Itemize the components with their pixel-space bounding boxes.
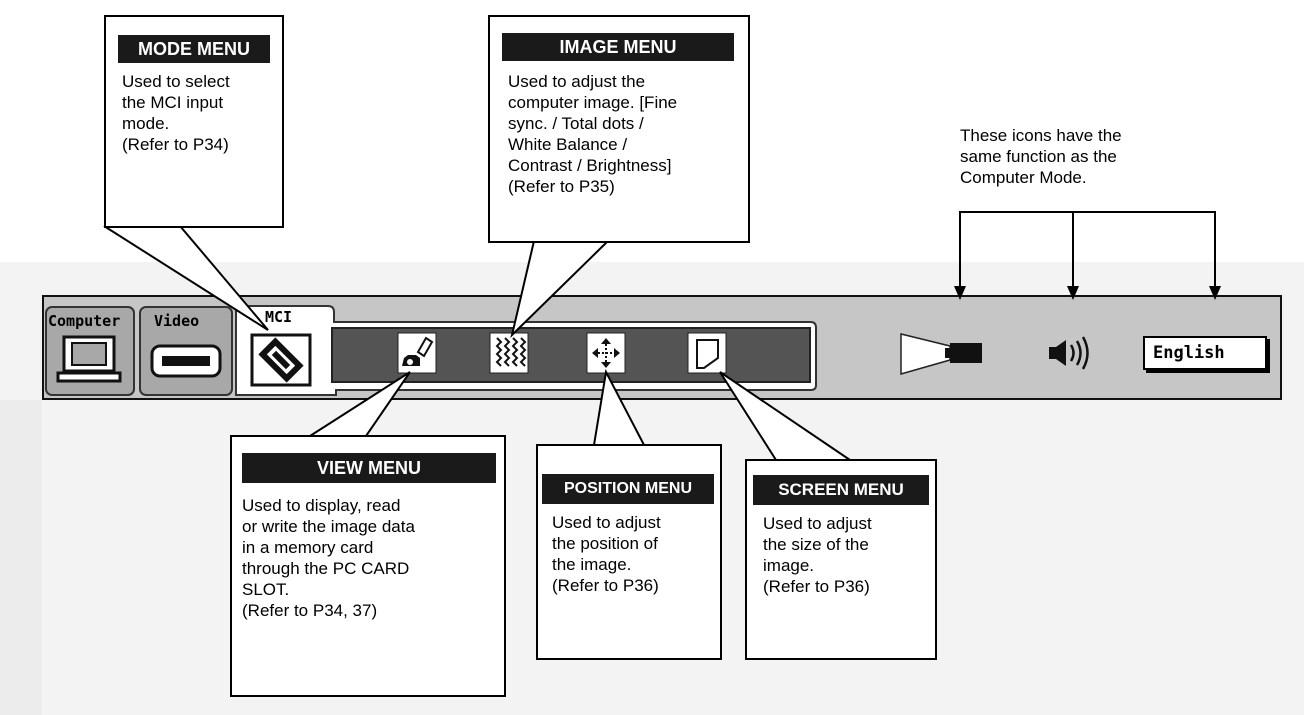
- note-arrowheads: [954, 286, 1221, 300]
- tab-mci-label: MCI: [265, 308, 293, 326]
- speaker-icon[interactable]: [1049, 336, 1089, 370]
- projector-icon[interactable]: [900, 333, 982, 375]
- mode-menu-text: Used to select the MCI input mode. (Refe…: [122, 72, 230, 154]
- image-menu-text: Used to adjust the computer image. [Fine…: [508, 72, 678, 196]
- tab-computer-label: Computer: [48, 312, 121, 330]
- icons-note: These icons have the same function as th…: [960, 126, 1122, 187]
- position-menu-text: Used to adjust the position of the image…: [552, 513, 661, 595]
- view-menu-callout: VIEW MENU Used to display, read or write…: [230, 435, 506, 697]
- view-camera-icon[interactable]: [397, 332, 437, 374]
- note-arrows: [959, 211, 1216, 296]
- computer-icon: [56, 335, 122, 383]
- screen-shape-icon[interactable]: [687, 332, 727, 374]
- view-menu-text: Used to display, read or write the image…: [242, 496, 415, 620]
- image-menu-title: IMAGE MENU: [502, 33, 734, 61]
- callout-pointers: [103, 225, 851, 461]
- image-menu-callout: IMAGE MENU Used to adjust the computer i…: [488, 15, 750, 243]
- view-menu-title: VIEW MENU: [242, 453, 496, 483]
- position-menu-title: POSITION MENU: [542, 474, 714, 504]
- mode-menu-callout: MODE MENU Used to select the MCI input m…: [104, 15, 284, 228]
- image-wave-icon[interactable]: [489, 332, 529, 374]
- screen-side-band: [0, 400, 42, 715]
- memory-card-icon[interactable]: [250, 333, 312, 387]
- language-selector[interactable]: English: [1143, 336, 1267, 370]
- mode-menu-title: MODE MENU: [118, 35, 270, 63]
- video-deck-icon: [150, 344, 222, 378]
- screen-menu-title: SCREEN MENU: [753, 475, 929, 505]
- screen-menu-callout: SCREEN MENU Used to adjust the size of t…: [745, 459, 937, 660]
- screen-menu-text: Used to adjust the size of the image. (R…: [763, 514, 872, 596]
- position-menu-callout: POSITION MENU Used to adjust the positio…: [536, 444, 722, 660]
- tab-video-label: Video: [154, 312, 200, 330]
- position-arrows-icon[interactable]: [586, 332, 626, 374]
